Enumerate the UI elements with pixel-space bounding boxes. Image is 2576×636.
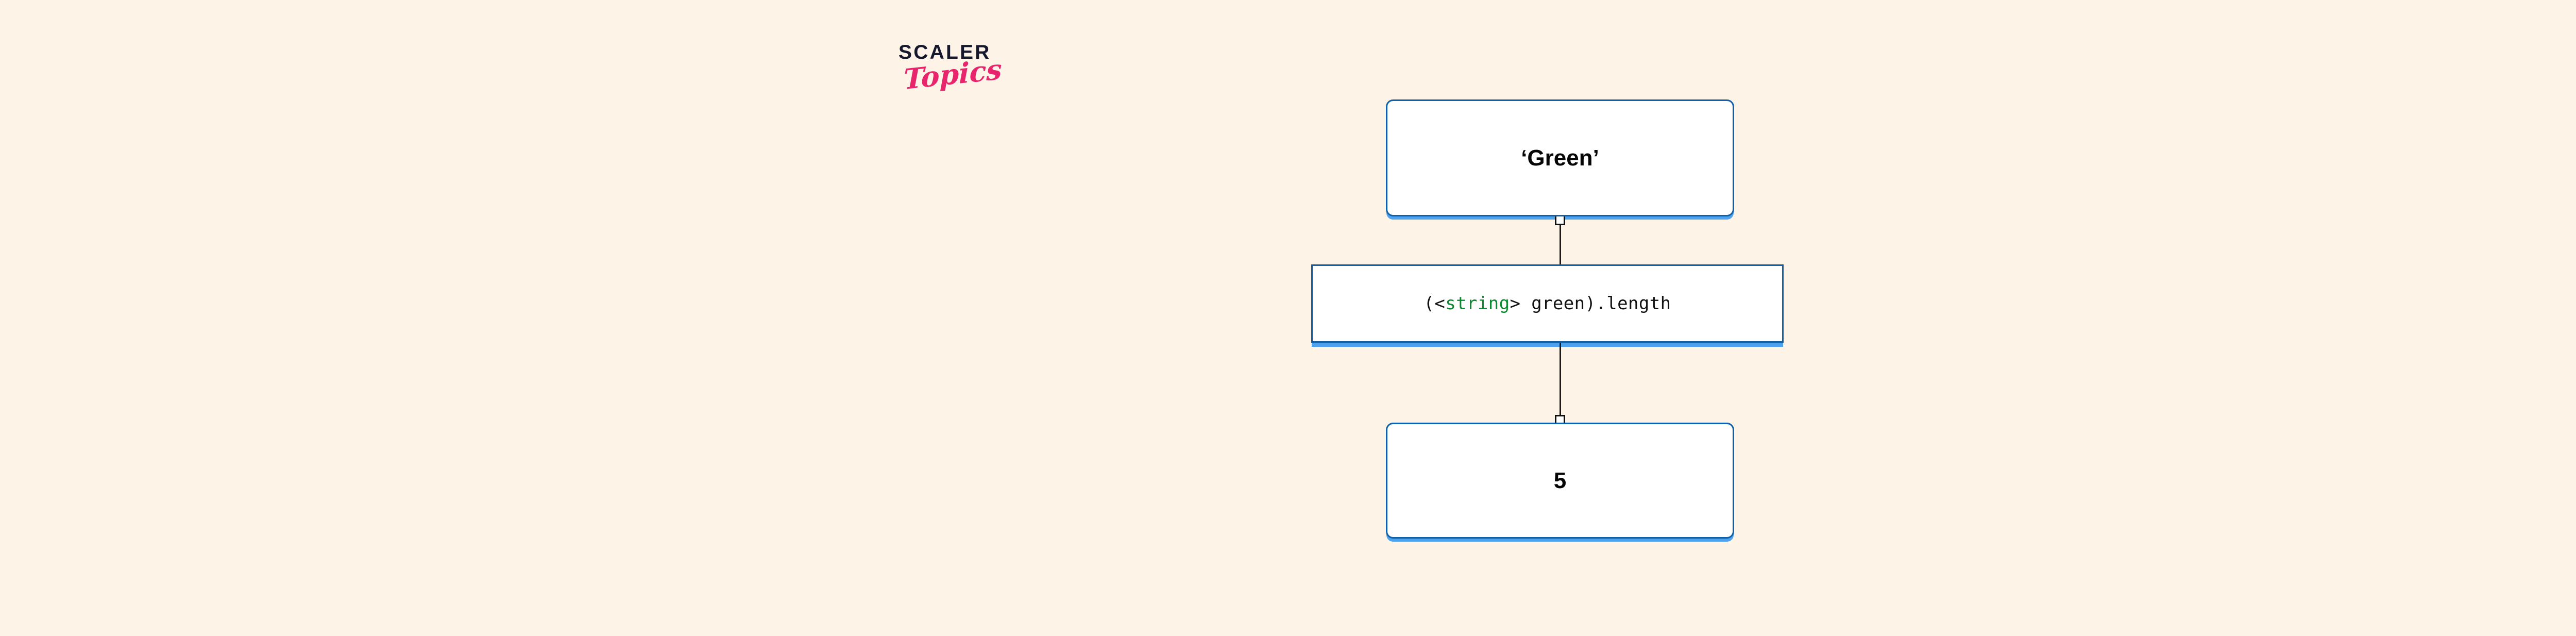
scaler-topics-logo: SCALER Topics	[899, 42, 1053, 125]
diagram-node-output-value: 5	[1386, 423, 1734, 539]
connector-endpoint-square-icon	[1555, 415, 1565, 424]
expression-code-suffix: > green).length	[1510, 293, 1671, 314]
diagram-node-expression: (<string> green).length	[1311, 264, 1784, 343]
output-value-label: 5	[1553, 467, 1567, 493]
connector-input-to-expression	[1386, 216, 1734, 265]
logo-wordmark-scaler: SCALER	[899, 41, 991, 63]
connector-expression-to-output	[1386, 343, 1734, 424]
connector-line	[1559, 343, 1561, 417]
expression-code: (<string> green).length	[1423, 295, 1671, 312]
diagram-node-input-value: ‘Green’	[1386, 99, 1734, 216]
expression-code-type-keyword: string	[1445, 293, 1510, 314]
expression-code-prefix: (<	[1423, 293, 1446, 314]
input-value-label: ‘Green’	[1521, 145, 1599, 171]
connector-line	[1559, 224, 1561, 265]
